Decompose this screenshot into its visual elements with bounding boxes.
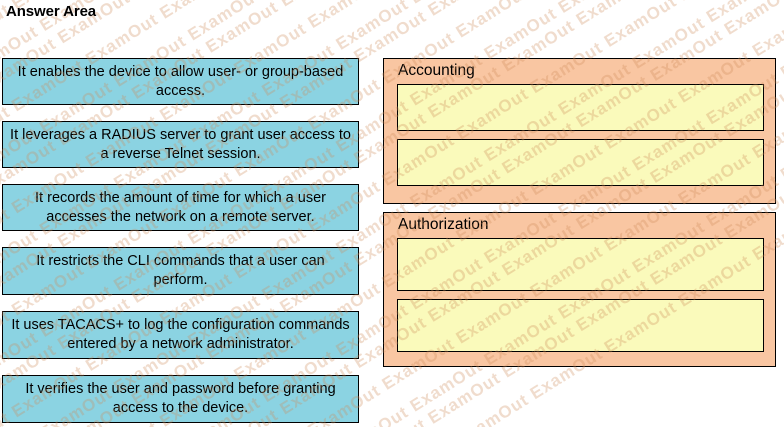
- option-tile[interactable]: It enables the device to allow user- or …: [2, 58, 359, 105]
- page-title: Answer Area: [6, 3, 97, 20]
- option-tile[interactable]: It records the amount of time for which …: [2, 184, 359, 231]
- drop-slot[interactable]: [397, 299, 764, 352]
- drop-slot[interactable]: [397, 238, 764, 291]
- option-tile-label: It enables the device to allow user- or …: [17, 63, 344, 99]
- option-tile-label: It leverages a RADIUS server to grant us…: [10, 126, 351, 162]
- category-panel-authorization: Authorization: [383, 212, 776, 367]
- watermark-text: ExamOut ExamOut ExamOut ExamOut ExamOut …: [0, 0, 784, 51]
- option-tile[interactable]: It uses TACACS+ to log the configuration…: [2, 311, 359, 359]
- option-tile[interactable]: It leverages a RADIUS server to grant us…: [2, 121, 359, 168]
- option-tile-label: It records the amount of time for which …: [35, 189, 326, 225]
- drop-slot[interactable]: [397, 84, 764, 131]
- drop-slot[interactable]: [397, 139, 764, 186]
- option-tile[interactable]: It verifies the user and password before…: [2, 375, 359, 423]
- category-label: Authorization: [398, 216, 489, 233]
- option-tile-label: It verifies the user and password before…: [25, 381, 336, 416]
- watermark-text: ExamOut ExamOut ExamOut ExamOut ExamOut …: [0, 0, 784, 17]
- option-tile-label: It restricts the CLI commands that a use…: [36, 253, 325, 288]
- category-label: Accounting: [398, 62, 475, 79]
- option-tile[interactable]: It restricts the CLI commands that a use…: [2, 247, 359, 295]
- option-tile-label: It uses TACACS+ to log the configuration…: [11, 317, 350, 352]
- options-column: It enables the device to allow user- or …: [2, 58, 359, 439]
- category-panel-accounting: Accounting: [383, 58, 776, 204]
- categories-column: Accounting Authorization: [383, 58, 776, 367]
